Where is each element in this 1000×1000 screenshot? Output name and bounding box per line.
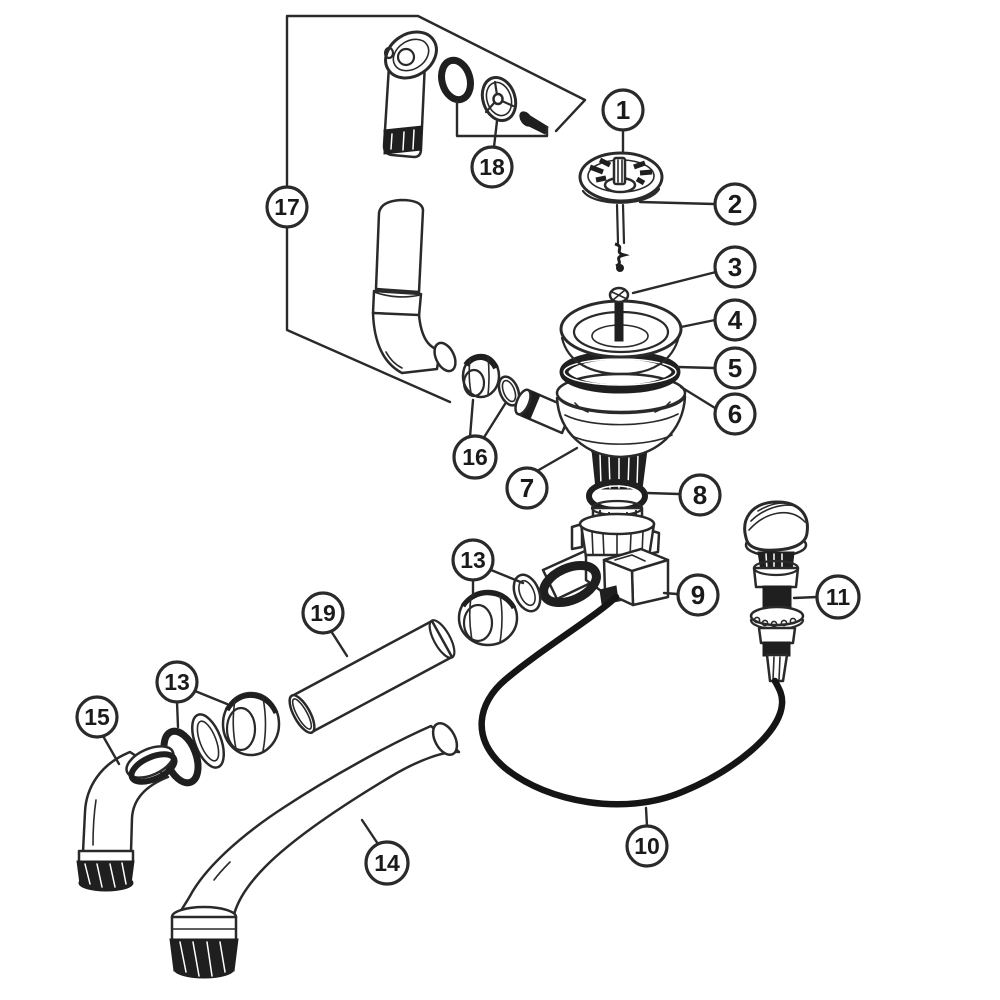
leader-line-9-0 (662, 591, 679, 596)
popup-knob-11 (743, 500, 809, 683)
leader-line-6-0 (679, 385, 717, 410)
leader-line-7-0 (535, 446, 579, 473)
leader-line-16-1 (481, 402, 507, 441)
callout-number-2: 2 (728, 189, 742, 219)
callout-number-7: 7 (520, 473, 534, 503)
washer-13a (512, 573, 542, 613)
callout-1: 1 (601, 88, 645, 132)
callout-number-19: 19 (310, 600, 336, 626)
leader-line-16-0 (468, 398, 475, 439)
callout-8: 8 (678, 473, 722, 517)
callout-number-3: 3 (728, 252, 742, 282)
callout-number-14: 14 (374, 850, 400, 876)
callout-13: 13 (155, 660, 199, 704)
slip-nut-13b (221, 691, 281, 757)
callout-number-10: 10 (634, 833, 660, 859)
waste-tee-9 (539, 499, 670, 608)
callout-balloon-16 (452, 434, 498, 480)
callout-number-8: 8 (693, 480, 707, 510)
basket-strainer (578, 151, 664, 272)
callout-11: 11 (815, 574, 861, 620)
callout-balloon-8 (678, 473, 722, 517)
callout-10: 10 (625, 824, 669, 868)
bracket-line-18-0 (455, 100, 549, 138)
callout-balloon-6 (713, 392, 757, 436)
callout-balloon-3 (713, 245, 757, 289)
callout-number-13: 13 (164, 669, 190, 695)
callout-balloon-9 (676, 573, 720, 617)
callout-18: 18 (470, 145, 514, 189)
callout-number-9: 9 (691, 580, 705, 610)
callout-balloon-5 (713, 346, 757, 390)
callout-balloon-4 (713, 298, 757, 342)
callout-16: 16 (452, 434, 498, 480)
bracket-line-17-0 (285, 14, 587, 190)
callout-15: 15 (75, 695, 119, 739)
callout-19: 19 (301, 591, 345, 635)
leader-line-13-0 (175, 700, 180, 729)
callout-2: 2 (713, 182, 757, 226)
callout-balloon-19 (301, 591, 345, 635)
callout-4: 4 (713, 298, 757, 342)
leader-line-15-0 (101, 734, 121, 766)
slip-nut-13a (457, 589, 519, 647)
callout-number-16: 16 (462, 444, 488, 470)
oring-8 (586, 479, 648, 513)
leader-line-18-0 (492, 119, 499, 149)
coupling-nut-16 (461, 353, 501, 399)
leader-line-13-1 (193, 689, 229, 706)
callout-number-11: 11 (826, 584, 851, 610)
overflow-head-assembly (382, 30, 438, 159)
callout-balloon-1 (601, 88, 645, 132)
leader-line-4-0 (679, 318, 717, 329)
callout-13: 13 (451, 538, 495, 582)
callout-balloon-2 (713, 182, 757, 226)
callout-layer: 1 2 3 4 5 6 7 8 9 10 11 13 13 14 15 16 17 18 19 (75, 14, 861, 886)
callout-balloon-15 (75, 695, 119, 739)
callout-number-13: 13 (460, 547, 486, 573)
callout-number-18: 18 (479, 154, 505, 180)
callout-6: 6 (713, 392, 757, 436)
callout-number-1: 1 (616, 95, 630, 125)
callout-balloon-7 (505, 466, 549, 510)
overflow-gasket-oring (438, 56, 474, 104)
leader-line-5-0 (676, 365, 716, 370)
elbow-pipe-15 (76, 745, 178, 892)
callout-7: 7 (505, 466, 549, 510)
callout-balloon-10 (625, 824, 669, 868)
leader-line-14-0 (360, 818, 380, 846)
leader-line-19-0 (329, 629, 349, 658)
callout-balloon-13 (451, 538, 495, 582)
callout-number-5: 5 (728, 353, 742, 383)
overflow-tube-elbow (371, 198, 457, 375)
leader-line-10-0 (644, 806, 649, 828)
swept-pipe-14 (169, 722, 461, 979)
overflow-wheel (480, 76, 518, 122)
callout-5: 5 (713, 346, 757, 390)
callout-number-17: 17 (274, 194, 300, 220)
leader-line-2-0 (638, 200, 716, 206)
callout-17: 17 (265, 185, 309, 229)
callout-number-6: 6 (728, 399, 742, 429)
callout-balloon-14 (364, 840, 410, 886)
callout-balloon-11 (815, 574, 861, 620)
callout-balloon-17 (265, 185, 309, 229)
callout-3: 3 (713, 245, 757, 289)
callout-balloon-13 (155, 660, 199, 704)
callout-14: 14 (364, 840, 410, 886)
callout-number-4: 4 (728, 305, 743, 335)
bracket-line-17-1 (285, 225, 452, 404)
cable-10 (478, 593, 786, 808)
leader-line-11-0 (792, 595, 819, 600)
overflow-screw (519, 111, 549, 135)
leader-line-3-0 (631, 270, 718, 295)
callout-balloon-18 (470, 145, 514, 189)
strainer-body-assembly (555, 286, 687, 490)
callout-number-15: 15 (84, 704, 110, 730)
leader-line-13-1 (489, 568, 525, 585)
leader-line-8-0 (645, 491, 681, 496)
callout-9: 9 (676, 573, 720, 617)
extension-pipe-19 (288, 619, 456, 735)
